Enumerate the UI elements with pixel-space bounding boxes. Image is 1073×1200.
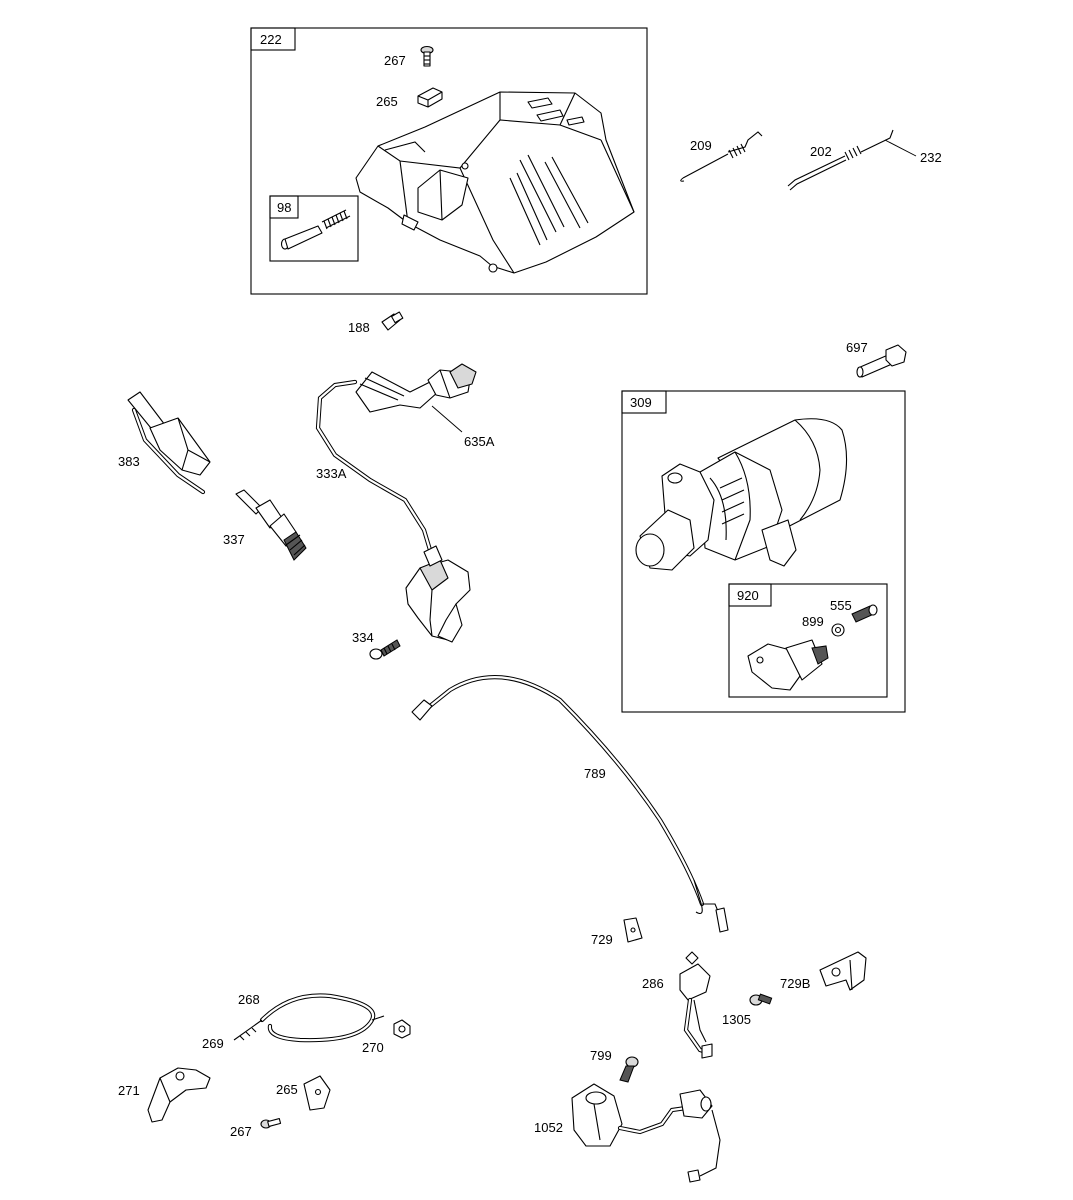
blower-housing-222: [355, 91, 635, 274]
callout-920: 920: [737, 588, 759, 603]
solenoid-920: [747, 639, 829, 691]
screw-267-bottom: [260, 1117, 282, 1129]
callout-555: 555: [830, 598, 852, 613]
callout-222: 222: [260, 32, 282, 47]
callout-635A: 635A: [464, 434, 495, 449]
callout-188: 188: [348, 320, 370, 335]
screw-267-top: [420, 45, 434, 67]
callout-270: 270: [362, 1040, 384, 1055]
spark-plug-337: [235, 489, 307, 561]
callout-98: 98: [277, 200, 291, 215]
clip-265-top: [417, 87, 443, 108]
regulator-286: [679, 951, 713, 1059]
pin-98: [280, 225, 323, 250]
spring-209: [680, 131, 763, 182]
nut-270: [393, 1019, 411, 1039]
callout-334: 334: [352, 630, 374, 645]
wire-harness-789: [411, 675, 729, 933]
kit-box-920: 920: [728, 583, 888, 698]
callout-899: 899: [802, 614, 824, 629]
bracket-271: [147, 1067, 211, 1123]
callout-265-top: 265: [376, 94, 398, 109]
clip-265-bottom: [303, 1075, 331, 1111]
bolt-188: [381, 311, 404, 331]
callout-1052: 1052: [534, 1120, 563, 1135]
callout-697: 697: [846, 340, 868, 355]
kit-box-98: 98: [269, 195, 359, 262]
spring-202-link: [787, 129, 894, 191]
kit-box-222: 222: [250, 27, 648, 295]
callout-729B: 729B: [780, 976, 810, 991]
callout-265-bottom: 265: [276, 1082, 298, 1097]
callout-267-top: 267: [384, 53, 406, 68]
callout-268: 268: [238, 992, 260, 1007]
callout-269: 269: [202, 1036, 224, 1051]
screw-334: [369, 639, 401, 660]
screw-1305: [749, 993, 773, 1006]
starter-motor-309: [635, 418, 848, 571]
cable-268: [233, 993, 385, 1043]
callout-383: 383: [118, 454, 140, 469]
callout-209: 209: [690, 138, 712, 153]
clip-729: [623, 917, 643, 943]
bracket-729B: [819, 951, 867, 991]
callout-789: 789: [584, 766, 606, 781]
armature-333A: [405, 545, 471, 643]
screw-799: [619, 1056, 639, 1083]
callout-202: 202: [810, 144, 832, 159]
kit-box-309: 309: [621, 390, 906, 713]
callout-799: 799: [590, 1048, 612, 1063]
bolt-697: [856, 344, 907, 378]
callout-309: 309: [630, 395, 652, 410]
ground-lead-383: [127, 391, 211, 495]
spring-98: [321, 209, 351, 230]
callout-1305: 1305: [722, 1012, 751, 1027]
rectifier-1052: [571, 1083, 721, 1183]
washer-899: [831, 623, 845, 637]
callout-232: 232: [920, 150, 942, 165]
callout-337: 337: [223, 532, 245, 547]
callout-267-bottom: 267: [230, 1124, 252, 1139]
ignition-lead-333A: [315, 363, 477, 553]
callout-286: 286: [642, 976, 664, 991]
callout-729: 729: [591, 932, 613, 947]
callout-333A: 333A: [316, 466, 347, 481]
screw-555: [851, 604, 878, 623]
callout-271: 271: [118, 1083, 140, 1098]
